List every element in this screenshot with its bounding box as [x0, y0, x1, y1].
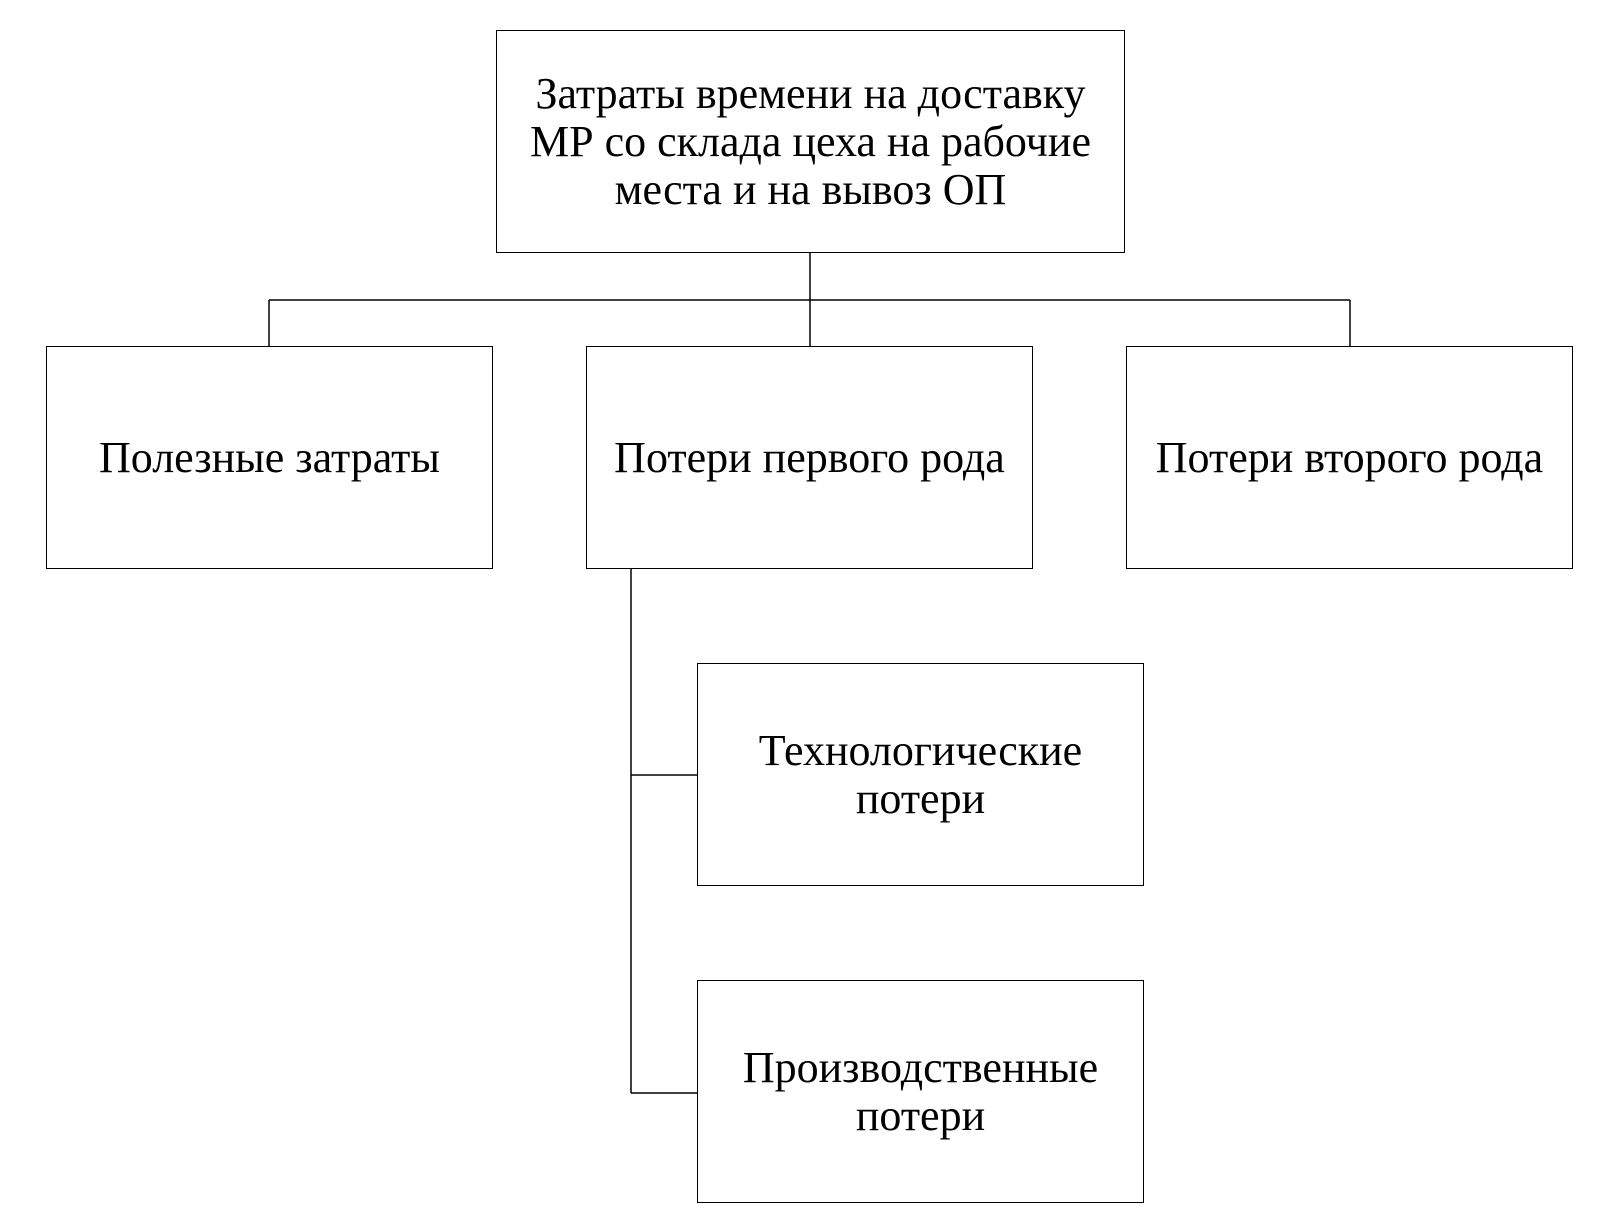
technological-losses-node: Технологические потери	[697, 663, 1144, 886]
production-losses-node: Производственные потери	[697, 980, 1144, 1203]
useful-costs-node: Полезные затраты	[46, 346, 493, 569]
technological-losses-label: Технологические потери	[758, 725, 1083, 823]
first-kind-losses-node: Потери первого рода	[586, 346, 1033, 569]
second-kind-losses-label: Потери второго рода	[1155, 432, 1544, 482]
root-node: Затраты времени на доставку МР со склада…	[496, 30, 1125, 253]
useful-costs-label: Полезные затраты	[99, 432, 440, 482]
first-kind-losses-label: Потери первого рода	[614, 432, 1005, 482]
root-node-label: Затраты времени на доставку МР со склада…	[530, 68, 1091, 214]
production-losses-label: Производственные потери	[742, 1042, 1099, 1140]
second-kind-losses-node: Потери второго рода	[1126, 346, 1573, 569]
